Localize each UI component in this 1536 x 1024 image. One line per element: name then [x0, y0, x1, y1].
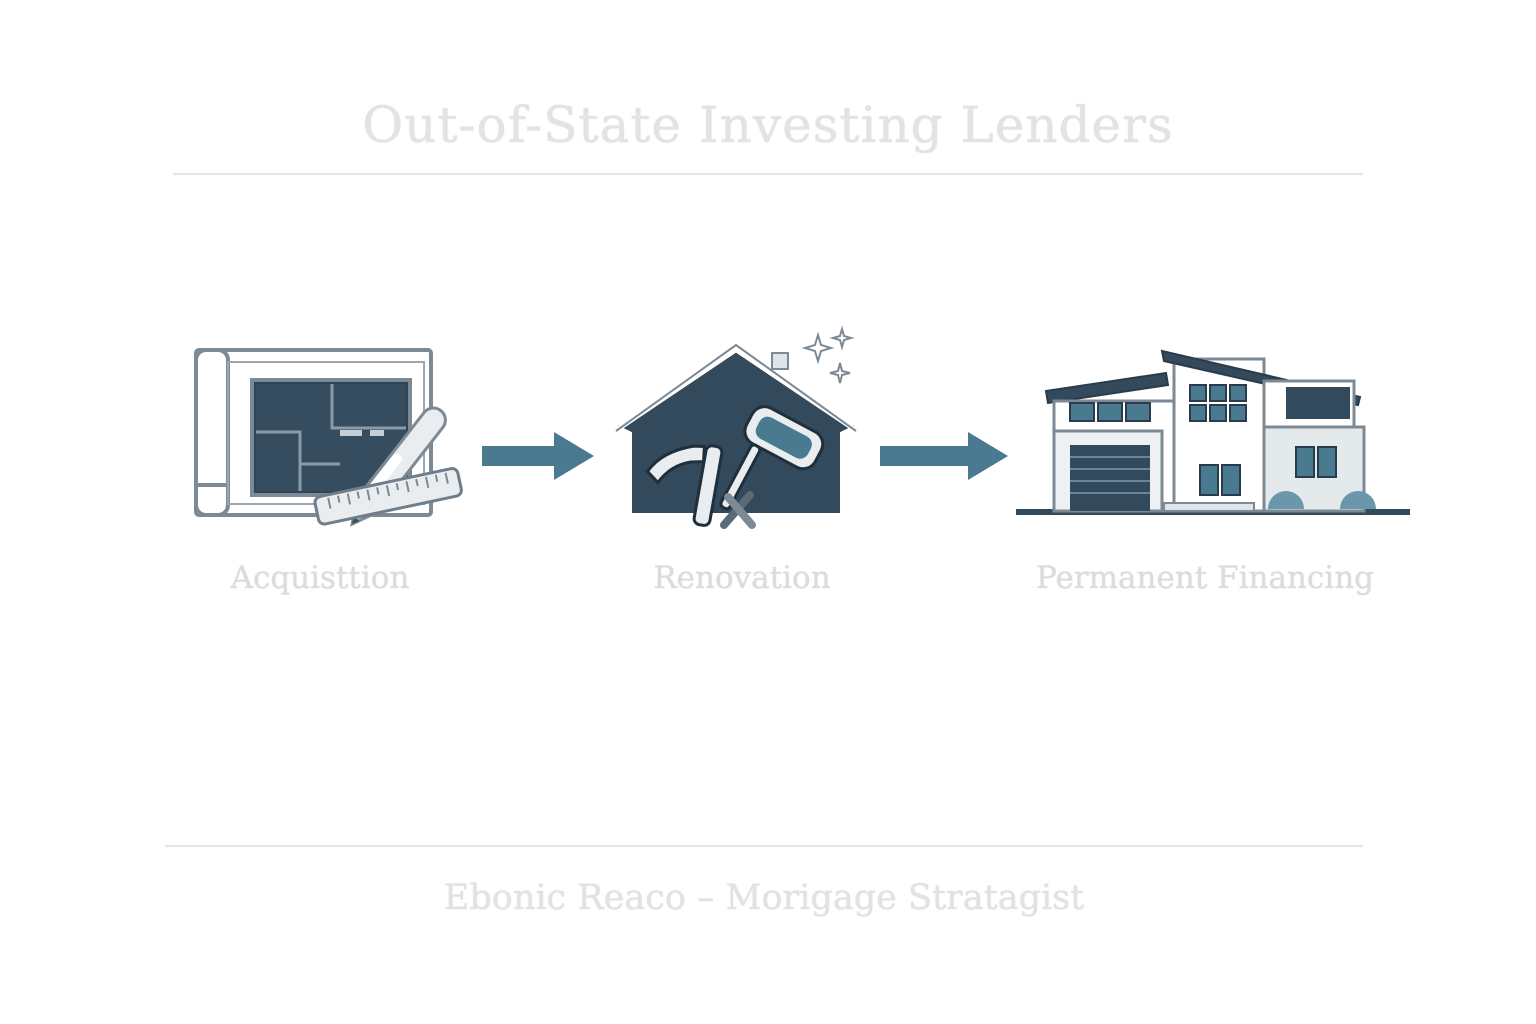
- diagram-title: Out-of-State Investing Lenders: [362, 96, 1174, 154]
- step-label-permanent-financing: Permanent Financing: [1035, 560, 1375, 596]
- blueprint-icon: [194, 348, 463, 527]
- modern-house-icon: [1016, 349, 1410, 515]
- top-divider: [173, 173, 1363, 175]
- step-label-renovation: Renovation: [653, 560, 831, 596]
- author-credit: Ebonic Reaco – Morigage Stratagist: [443, 878, 1085, 918]
- arrow-right-icon: [880, 432, 1008, 480]
- bottom-divider: [165, 845, 1363, 847]
- arrow-right-icon: [482, 432, 594, 480]
- renovation-house-icon: [615, 325, 857, 529]
- step-label-acquisition: Acquisttion: [230, 560, 410, 596]
